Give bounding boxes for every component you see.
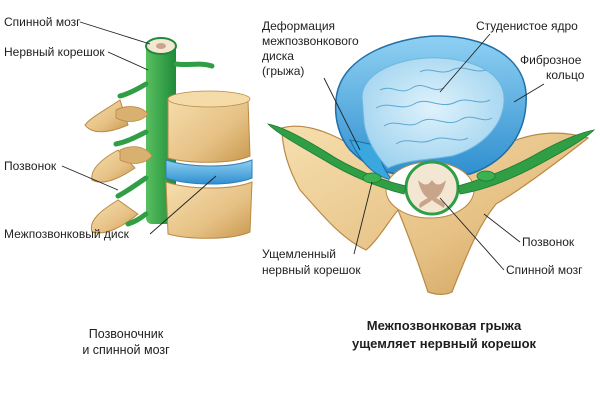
nucleus-texture [375, 67, 493, 145]
left-labels: Спинной мозг Нервный корешок Позвонок Ме… [4, 15, 217, 241]
label-nerve-root: Нервный корешок [4, 45, 105, 59]
label-vertebra-left: Позвонок [4, 159, 57, 173]
label-pinched-root-2: нервный корешок [262, 263, 361, 277]
label-spinal-cord: Спинной мозг [4, 15, 81, 29]
vertebra-cross-section-figure [266, 35, 596, 295]
label-deformation-1: Деформация [262, 19, 335, 33]
label-annulus-2: кольцо [546, 68, 585, 82]
grey-matter [418, 180, 446, 208]
right-caption: Межпозвонковая грыжа ущемляет нервный ко… [352, 318, 537, 351]
left-caption-line-1: Позвоночник [89, 327, 164, 341]
facet-joint [115, 106, 149, 122]
label-nucleus: Студенистое ядро [476, 19, 578, 33]
spinous-process [84, 99, 129, 133]
right-caption-line-1: Межпозвонковая грыжа [367, 318, 522, 333]
right-caption-line-2: ущемляет нервный корешок [352, 336, 537, 351]
label-disc: Межпозвонковый диск [4, 227, 130, 241]
label-deformation-3: диска [262, 49, 294, 63]
label-pinched-root-1: Ущемленный [262, 247, 336, 261]
spine-segment-figure [84, 37, 253, 239]
vertebral-body-lower [165, 181, 253, 239]
nucleus-pulposus [361, 57, 505, 169]
left-caption-line-2: и спинной мозг [82, 343, 170, 357]
label-deformation-4: (грыжа) [262, 64, 304, 78]
label-annulus-1: Фиброзное [520, 53, 582, 67]
label-vertebra-right: Позвонок [522, 235, 575, 249]
nerve-roots-cross-section [266, 123, 596, 195]
facet-joint [119, 146, 153, 164]
label-spinal-cord-right: Спинной мозг [506, 263, 583, 277]
left-caption: Позвоночник и спинной мозг [82, 327, 170, 357]
spinous-process [90, 199, 139, 234]
pinched-nerve-root [362, 172, 382, 184]
label-deformation-2: межпозвонкового [262, 34, 359, 48]
intervertebral-disc-left [165, 159, 253, 185]
right-labels: Деформация межпозвонкового диска (грыжа)… [262, 19, 585, 277]
